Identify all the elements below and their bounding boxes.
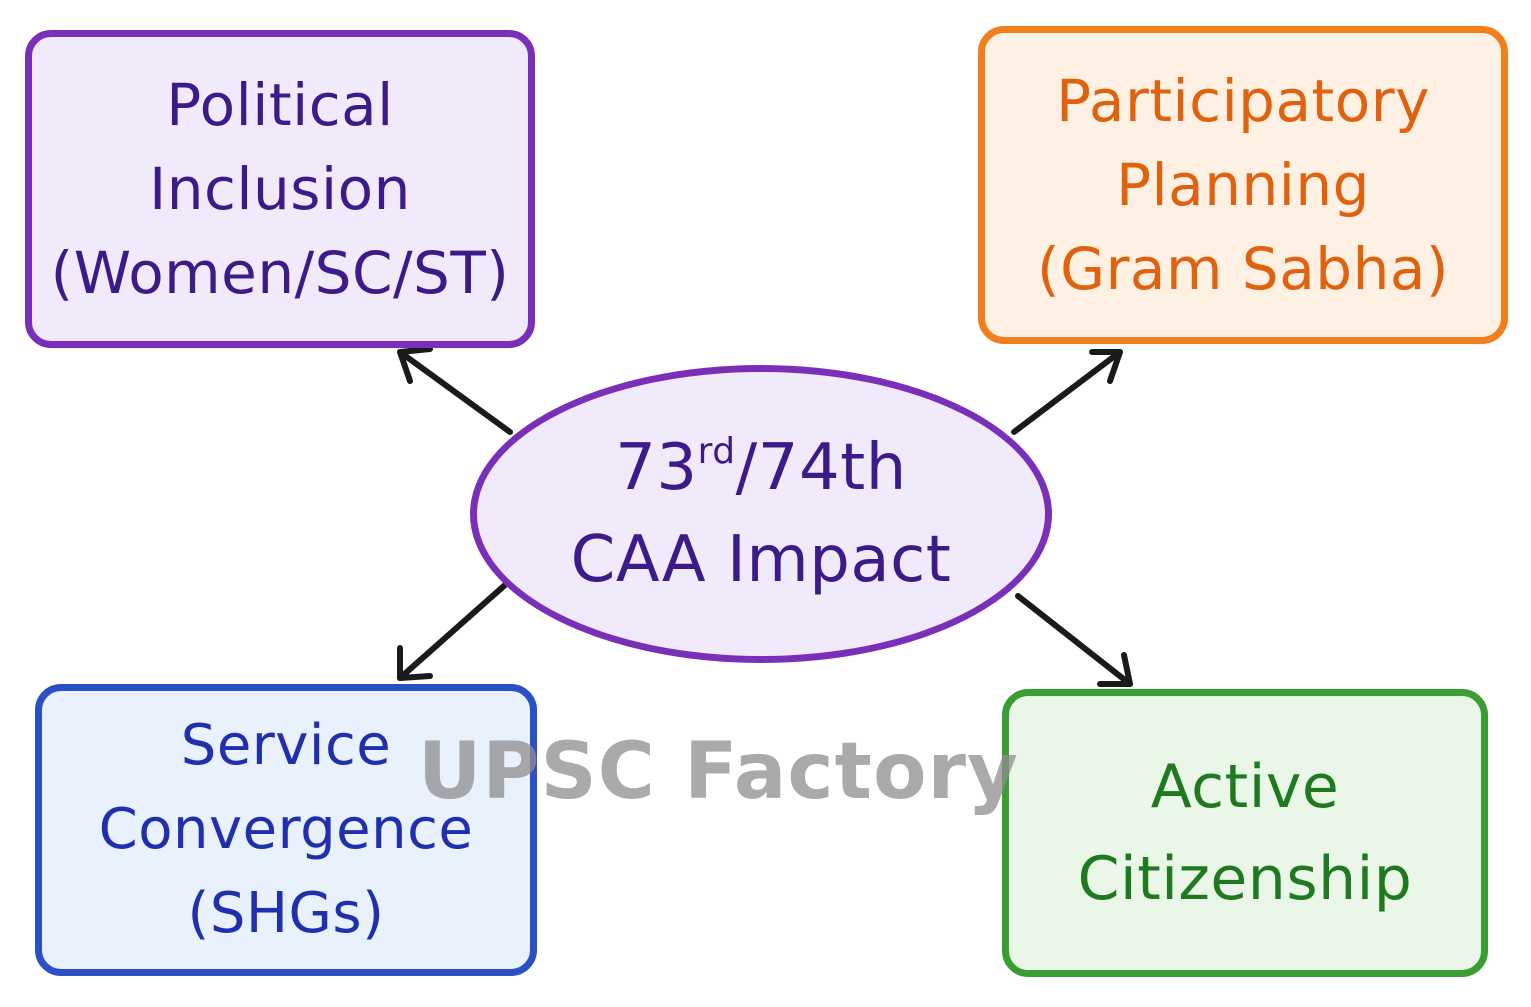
service-convergence-box: Service Convergence (SHGs) — [35, 684, 537, 976]
arrow-to-service-convergence — [397, 582, 508, 681]
service-convergence-line-3: (SHGs) — [187, 881, 385, 946]
service-convergence-line-2: Convergence — [98, 797, 474, 862]
active-citizenship-line-1: Active — [1150, 752, 1340, 822]
center-title-line-2: CAA Impact — [570, 523, 952, 597]
political-inclusion-box: Political Inclusion (Women/SC/ST) — [25, 30, 535, 348]
arrow-to-political-inclusion — [397, 346, 513, 435]
active-citizenship-line-2: Citizenship — [1077, 844, 1413, 914]
participatory-planning-line-3: (Gram Sabha) — [1037, 235, 1449, 303]
political-inclusion-line-3: (Women/SC/ST) — [50, 239, 510, 307]
service-convergence-line-1: Service — [180, 713, 392, 778]
center-number: 73 — [615, 431, 698, 505]
political-inclusion-line-2: Inclusion — [149, 155, 411, 223]
arrow-to-participatory-planning — [1011, 349, 1123, 435]
center-title-rest: /74th — [735, 431, 907, 505]
center-ellipse: 73rd/74th CAA Impact — [470, 365, 1052, 663]
watermark: UPSC Factory — [418, 727, 1019, 817]
political-inclusion-line-1: Political — [166, 71, 394, 139]
center-title-line-1: 73rd/74th — [615, 422, 907, 514]
center-superscript: rd — [697, 431, 736, 472]
participatory-planning-line-1: Participatory — [1056, 67, 1430, 135]
arrow-to-active-citizenship — [1015, 593, 1133, 687]
participatory-planning-line-2: Planning — [1116, 151, 1370, 219]
active-citizenship-box: Active Citizenship — [1002, 689, 1488, 977]
participatory-planning-box: Participatory Planning (Gram Sabha) — [978, 26, 1508, 344]
